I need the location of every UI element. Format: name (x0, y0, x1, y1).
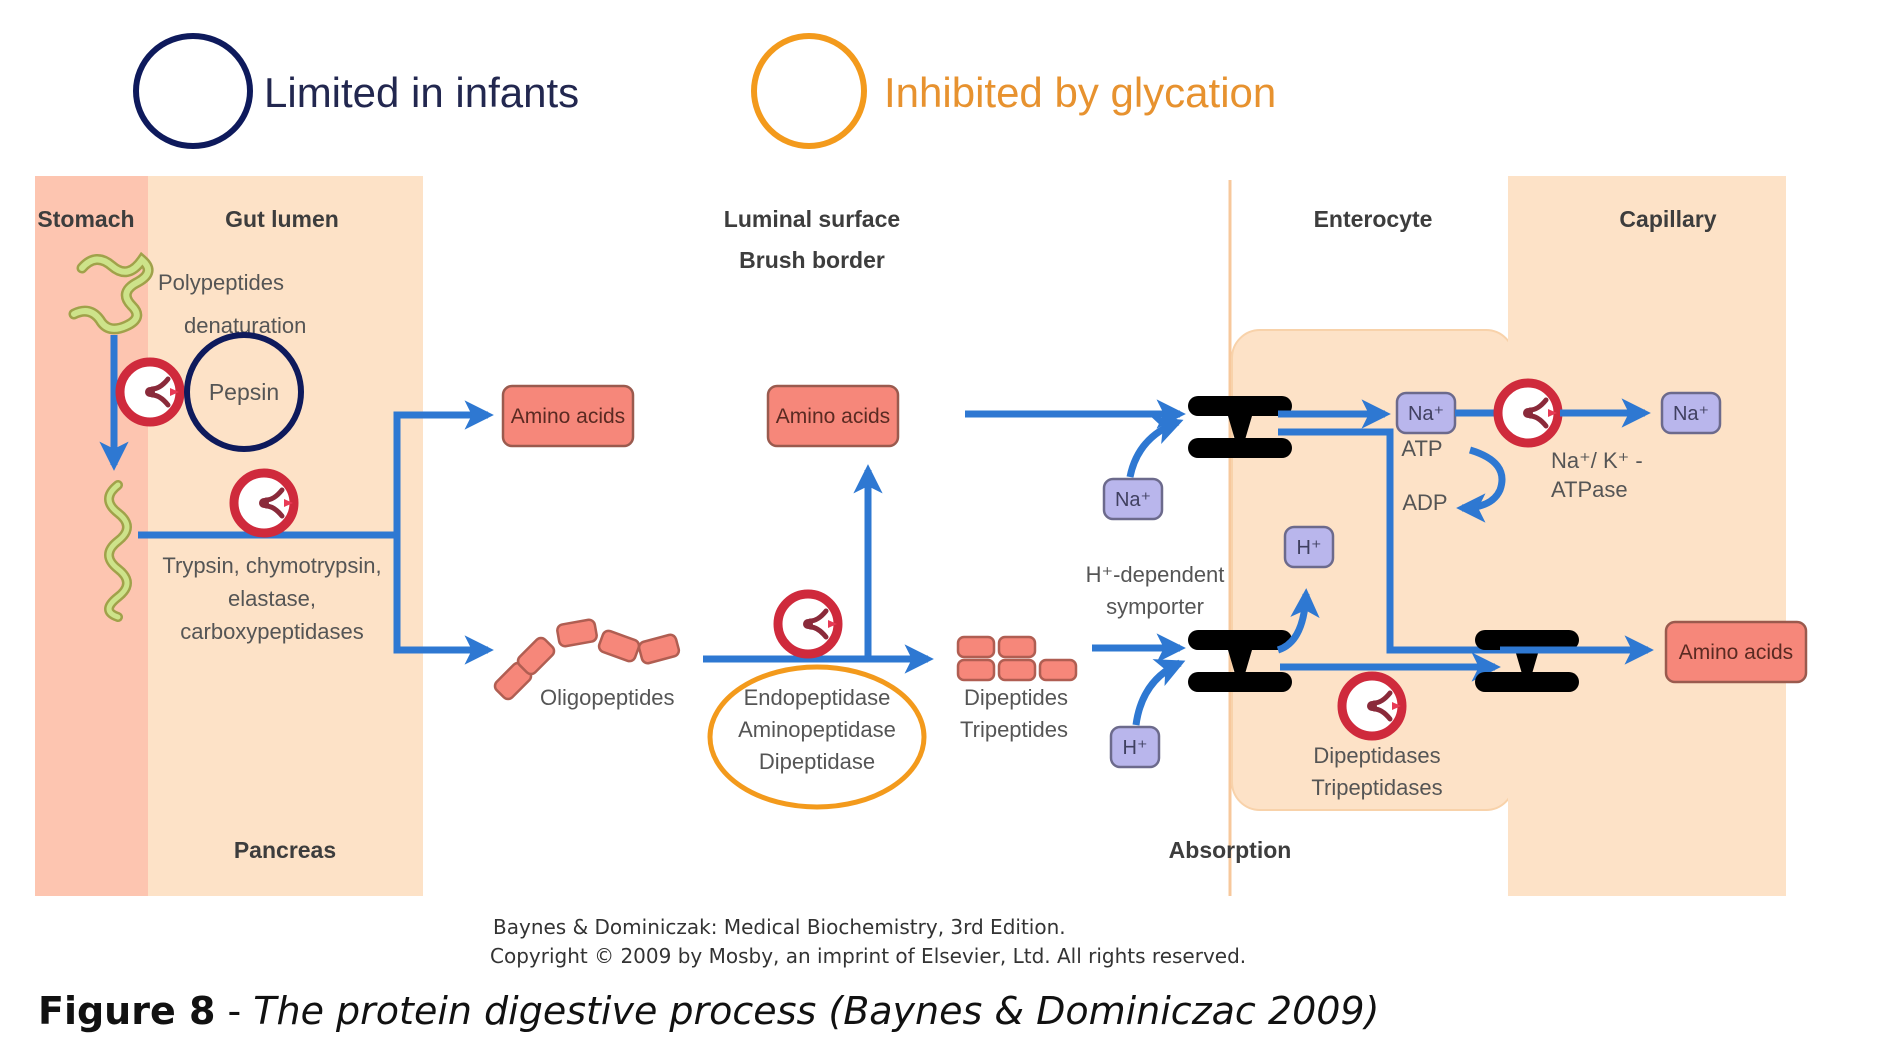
amino-acids-box-capillary-label: Amino acids (1679, 641, 1793, 664)
capillary-label: Capillary (1619, 206, 1716, 232)
legend-item-inhibited-by-glycation: Inhibited by glycation (751, 33, 1276, 149)
pepsin-label: Pepsin (209, 379, 279, 405)
h-release-arrow (1276, 588, 1320, 654)
blue-circle-icon (133, 33, 253, 149)
adp-label: ADP (1402, 490, 1447, 515)
amino-acids-box-1: Amino acids (501, 384, 635, 448)
legend-item-limited-in-infants: Limited in infants (133, 33, 579, 149)
figure-caption-label: Figure 8 (38, 989, 215, 1033)
amino-acids-box-2-label: Amino acids (776, 405, 890, 428)
gut-lumen-label: Gut lumen (225, 206, 339, 232)
figure-caption-text: The protein digestive process (Baynes & … (253, 989, 1379, 1033)
tripeptides-label: Tripeptides (960, 717, 1068, 742)
na-ion-capillary-label: Na⁺ (1673, 403, 1709, 425)
folded-polypeptide-fill (71, 255, 151, 332)
stomach-label: Stomach (37, 206, 134, 232)
denatured-polypeptide-fill (106, 482, 130, 620)
figure-caption-separator: - (215, 989, 253, 1033)
pepsin-limited-marker (184, 332, 304, 452)
na-ion-cell-label: Na⁺ (1408, 403, 1444, 425)
orange-circle-icon (751, 33, 867, 149)
branch-to-oligopeptides-arrow (393, 535, 494, 665)
brush-border-enzyme-line-2: Aminopeptidase (738, 717, 896, 742)
legend-label-glycation: Inhibited by glycation (884, 69, 1276, 116)
dipeptides-label: Dipeptides (964, 685, 1068, 710)
na-to-transporter-arrow (1126, 416, 1184, 478)
atp-label: ATP (1401, 436, 1442, 461)
capillary-region (1508, 176, 1786, 896)
intracellular-peptidase-icon (1342, 676, 1402, 736)
brush-border-enzyme-line-1: Endopeptidase (744, 685, 891, 710)
brush-border-glycation-marker (707, 664, 927, 810)
na-ion-capillary: Na⁺ (1660, 391, 1722, 435)
pancreatic-enzyme-icon (234, 473, 294, 533)
brush-border-enzyme-icon (778, 594, 838, 654)
h-ion-outside: H⁺ (1109, 725, 1161, 769)
symporter-label-line-2: symporter (1106, 594, 1204, 619)
h-to-symporter-arrow (1132, 659, 1186, 726)
h-ion-cell: H⁺ (1283, 525, 1335, 569)
brush-border-enzyme-line-3: Dipeptidase (759, 749, 875, 774)
enterocyte-label: Enterocyte (1314, 206, 1433, 232)
na-k-atpase-pump-icon (1498, 383, 1558, 443)
credit-line-1: Baynes & Dominiczak: Medical Biochemistr… (493, 915, 1066, 939)
oligopeptides-label: Oligopeptides (540, 685, 675, 710)
polypeptides-label: Polypeptides (158, 270, 284, 295)
h-ion-outside-label: H⁺ (1123, 737, 1148, 759)
pump-label-line-1: Na⁺/ K⁺ - (1551, 448, 1643, 473)
amino-acids-box-2: Amino acids (766, 384, 900, 448)
figure-caption: Figure 8 - The protein digestive process… (38, 989, 1379, 1033)
pepsin-enzyme-icon (120, 362, 180, 422)
dipeptide-tripeptide-icon (956, 635, 1078, 682)
luminal-surface-label: Luminal surface (724, 206, 900, 232)
credit-line-2: Copyright © 2009 by Mosby, an imprint of… (490, 944, 1246, 968)
atp-to-adp-arrow (1456, 446, 1506, 523)
legend-label-limited: Limited in infants (264, 69, 579, 116)
pancreatic-enzymes-line-3: carboxypeptidases (180, 619, 363, 644)
absorption-label: Absorption (1169, 837, 1292, 863)
amino-acids-box-1-label: Amino acids (511, 405, 625, 428)
brush-border-label: Brush border (739, 247, 885, 273)
pancreas-label: Pancreas (234, 837, 336, 863)
h-ion-cell-label: H⁺ (1297, 537, 1322, 559)
na-ion-outside-label: Na⁺ (1115, 489, 1151, 511)
pancreatic-enzymes-line-2: elastase, (228, 586, 316, 611)
pancreatic-enzymes-line-1: Trypsin, chymotrypsin, (162, 553, 381, 578)
amino-acid-through-cell-line (1278, 428, 1500, 654)
na-ion-cell: Na⁺ (1395, 391, 1457, 435)
symporter-label-line-1: H⁺-dependent (1086, 562, 1225, 587)
na-ion-outside: Na⁺ (1102, 477, 1164, 521)
intracellular-enzyme-line-2: Tripeptidases (1311, 775, 1442, 800)
intracellular-enzyme-line-1: Dipeptidases (1313, 743, 1440, 768)
legend: Limited in infants Inhibited by glycatio… (133, 33, 1276, 149)
oligopeptide-chain-icon (493, 618, 681, 701)
pump-label-line-2: ATPase (1551, 477, 1628, 502)
amino-acids-box-capillary: Amino acids (1664, 620, 1808, 684)
